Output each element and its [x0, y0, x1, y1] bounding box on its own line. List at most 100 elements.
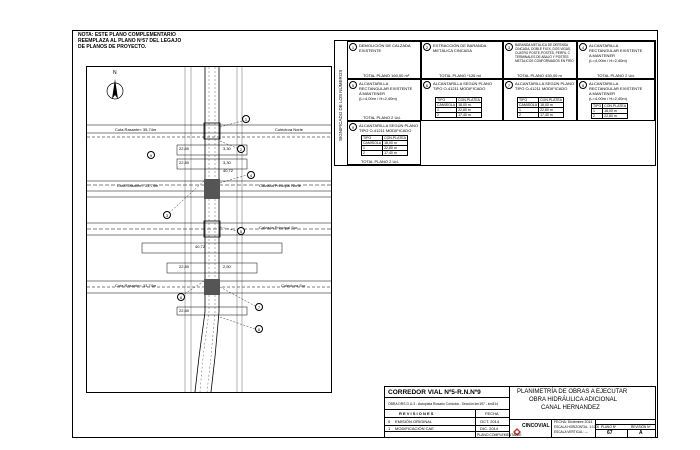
legend-text: (L=4,00m / H=2,40m)	[359, 96, 398, 101]
callout-marker: 6	[177, 293, 185, 301]
legend-number: 2	[423, 43, 431, 51]
legend-item	[421, 41, 503, 79]
road-label: Cota Rasante= 35,74m	[115, 127, 157, 132]
cincovial-logo-icon	[513, 423, 521, 436]
revision-label: REVISIÓN Nº	[631, 425, 651, 429]
legend-item	[347, 121, 421, 165]
legend-text: ALCANTARILLA	[589, 81, 619, 86]
note-line: DE PLANOS DE PROYECTO.	[78, 44, 147, 50]
legend-total: TOTAL PLANO 2 Ud.	[363, 115, 401, 120]
revision-number: 0	[388, 419, 391, 424]
legend-item	[577, 41, 655, 79]
dimension-label: 40,72	[195, 244, 206, 249]
legend-total: TOTAL PLANO 2 Ud.	[361, 159, 399, 164]
legend-text: ALCANTARILLA SEGÚN PLANO	[433, 81, 493, 86]
callout-marker: 2	[237, 145, 245, 153]
callout-marker: 3	[163, 211, 171, 219]
legend-text: RECTANGULAR EXISTENTE	[589, 48, 643, 53]
revision-text: EMISIÓN ORIGINAL	[395, 419, 433, 424]
dimension-label: 3,30	[223, 160, 231, 165]
legend-text: ALCANTARILLA	[359, 81, 389, 86]
legend-text: METÁLICOS CONFORMADOS EN FRÍO	[515, 59, 574, 63]
callout-marker: 9	[147, 151, 155, 159]
sheet-title-line: OBRA HIDRÁULICA ADICIONAL	[529, 397, 618, 403]
revision-text: MODIFICACIÓN CAE	[395, 426, 434, 431]
escala-horizontal: ESCALA HORIZONTAL: 1:1000	[554, 425, 600, 429]
legend-text: A MANTENER	[589, 91, 616, 96]
legend-text: CUATRO POSTE-POSTES, PERFIL C	[515, 51, 570, 55]
title-divider	[385, 425, 509, 426]
north-label: N	[113, 70, 117, 76]
road-label: Colectora Sur	[281, 283, 306, 288]
title-divider	[595, 429, 655, 430]
legend-total: TOTAL PLANO 2 Ud.	[597, 73, 635, 78]
plano-label: PLANO Nº	[601, 425, 617, 429]
legend-text: A MANTENER	[359, 91, 386, 96]
legend-text: METÁLICA CINCADA	[433, 48, 472, 53]
note-line: REEMPLAZA AL PLANO Nº57 DEL LEGAJO	[78, 38, 182, 44]
plan-view: 1 2 3 4 5 6 7 8 9 N Cota Rasante= 35,74m…	[86, 66, 332, 393]
road-label: Colectora Norte	[275, 127, 304, 132]
legend-text: CINCADA, DOBLE FLEX, DOS VIGAS,	[515, 47, 571, 51]
legend-text: BARANDA METÁLICA DE DEFENSA	[515, 43, 569, 47]
legend-text: RECTANGULAR EXISTENTE	[359, 86, 413, 91]
title-divider	[595, 424, 655, 425]
legend-text: A MANTENER	[589, 53, 616, 58]
legend-text: TIPO O-41211 MODIFICADO	[359, 128, 412, 133]
revision-date: OCT. 2014	[480, 419, 500, 424]
title-divider	[509, 419, 655, 420]
dimension-label: 22,80	[179, 146, 190, 151]
legend-number: 6	[423, 81, 431, 89]
dimension-label: 22,80	[179, 264, 190, 269]
legend-number: 7	[505, 81, 513, 89]
revision-date: DIC. 2014	[480, 426, 499, 431]
legend-text: TERMINALES DE ABAJO Y POSTES	[515, 55, 569, 59]
legend-total: TOTAL PLANO 160,00 m²	[363, 73, 410, 78]
road-label: Cota Rasante= 33,74m	[115, 283, 157, 288]
legend-side-label: SIGNIFICADO DE LOS NÚMEROS	[338, 69, 343, 141]
legend-item	[503, 41, 577, 79]
drawing-sheet	[72, 30, 658, 438]
legend-item	[577, 79, 655, 121]
title-divider	[475, 409, 476, 437]
legend-text: RECTANGULAR EXISTENTE	[589, 86, 643, 91]
callout-marker: 7	[255, 303, 263, 311]
dimension-label: 3,30	[223, 146, 231, 151]
legend-item	[421, 79, 503, 121]
revisions-header: R E V I S I O N E S	[399, 411, 434, 416]
sheet-title-line: PLANIMETRÍA DE OBRAS A EJECUTAR	[517, 389, 628, 395]
legend-item	[347, 79, 421, 121]
legend-text: TIPO O-41211 MODIFICADO	[515, 86, 568, 91]
title-divider	[551, 419, 552, 437]
project-subtitle: OBRA DRS D.U.3 - Autopista Rosario Córdo…	[388, 402, 499, 406]
title-divider	[385, 431, 509, 432]
legend-number: 1	[349, 43, 357, 51]
fecha-value: FECHA: Diciembre 2014	[554, 420, 593, 424]
title-divider	[385, 409, 509, 410]
plano-complementario: PLANO COMPLEMENTARIO	[477, 433, 522, 437]
legend-text: EXTRACCIÓN DE BARANDA	[433, 43, 487, 48]
legend-number: 8	[579, 81, 587, 89]
legend-item	[347, 41, 421, 79]
revision-number: 1	[388, 426, 391, 431]
callout-marker: 5	[237, 227, 245, 235]
callout-marker: 8	[255, 325, 263, 333]
legend-text: (L=4,00m / H=2,40m)	[589, 58, 628, 63]
legend-number: 9	[349, 123, 357, 131]
dimension-label: 2,50	[223, 264, 231, 269]
dimension-label: 40,72	[223, 168, 234, 173]
title-divider	[385, 397, 509, 398]
road-label: Calzada Principal Norte	[259, 183, 302, 188]
legend-item	[503, 79, 577, 121]
dimension-label: 22,80	[179, 160, 190, 165]
legend-text: ALCANTARILLA SEGÚN PLANO	[515, 81, 575, 86]
brand-name: CINCOVIAL	[522, 423, 550, 429]
note-line: NOTA: ESTE PLANO COMPLEMENTARIO	[78, 32, 176, 38]
title-block: CORREDOR VIAL Nº5-R.N.Nº9 OBRA DRS D.U.3…	[384, 386, 656, 438]
legend-number: 5	[349, 81, 357, 89]
legend-total: TOTAL PLANO *126 ml	[439, 73, 481, 78]
legend-text: (L=4,00m / H=2,40m)	[589, 96, 628, 101]
